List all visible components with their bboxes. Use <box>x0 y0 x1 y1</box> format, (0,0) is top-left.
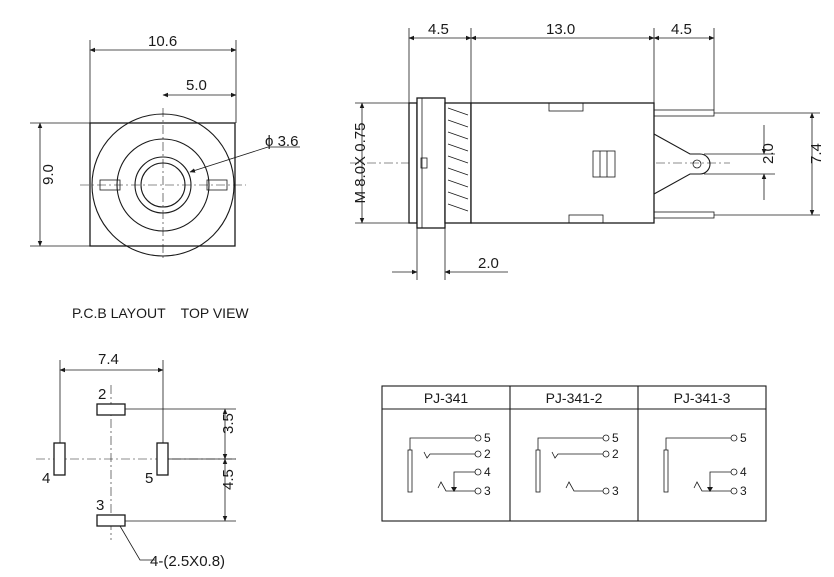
dim-mid-text: 13.0 <box>546 21 575 38</box>
wire-3 <box>437 481 475 492</box>
pin-label-5: 5 <box>740 431 747 445</box>
pad-label-3: 3 <box>96 497 104 514</box>
dim-nut-text: 2.0 <box>478 255 499 272</box>
dim-width-text: 7.4 <box>98 351 119 368</box>
pad-4 <box>53 442 66 476</box>
nut-notch <box>420 157 428 169</box>
pin-4 <box>730 468 738 476</box>
housing-outline <box>89 122 236 247</box>
dim-width-text: 10.6 <box>148 33 177 50</box>
pad-3 <box>96 514 126 527</box>
dim-right-text: 4.5 <box>671 21 692 38</box>
sleeve-contact <box>663 449 669 493</box>
pin-label-3: 3 <box>612 484 619 498</box>
pin-label-5: 5 <box>484 431 491 445</box>
pin-bottom <box>653 211 715 219</box>
wire-5 <box>665 437 731 450</box>
pin-5 <box>602 434 610 442</box>
flange-front <box>408 102 418 224</box>
pin-2 <box>602 450 610 458</box>
dim-lower-text: 4.5 <box>220 469 237 490</box>
main-body <box>470 102 655 224</box>
pin-label-2: 2 <box>484 447 491 461</box>
pin-4 <box>474 468 482 476</box>
wire-3 <box>693 481 731 492</box>
dim-left-text: 4.5 <box>428 21 449 38</box>
sleeve-contact <box>407 449 413 493</box>
wire-4 <box>453 471 475 487</box>
pin-label-4: 4 <box>740 465 747 479</box>
pad-5 <box>156 442 169 476</box>
pad-label-2: 2 <box>98 386 106 403</box>
pin-2 <box>474 450 482 458</box>
pcb-layout: 7.4 2 4 5 3 3.5 4.5 4-(2.5X0.8) <box>36 351 237 570</box>
pad-label-4: 4 <box>42 470 50 487</box>
dim-height-text: 9.0 <box>40 164 57 185</box>
wire-2 <box>423 451 475 459</box>
pin-3 <box>730 487 738 495</box>
top-view: 10.6 5.0 9.0 ϕ 3.6 <box>30 33 300 260</box>
pin-label-3: 3 <box>740 484 747 498</box>
section-title: P.C.B LAYOUT TOP VIEW <box>72 305 249 321</box>
schematic-pj341-3: 5 4 3 <box>663 431 747 498</box>
pin-3 <box>602 487 610 495</box>
switch-arrow <box>451 487 457 492</box>
pin-top <box>653 109 715 117</box>
dim-half-text: 5.0 <box>186 77 207 94</box>
pin-label-2: 2 <box>612 447 619 461</box>
dim-upper-text: 3.5 <box>220 413 237 434</box>
table-header-pj341-2: PJ-341-2 <box>546 390 603 406</box>
wire-5 <box>537 437 603 450</box>
table-border <box>381 385 767 522</box>
pad-2 <box>96 403 126 416</box>
pad-label-5: 5 <box>145 470 153 487</box>
pad-leader <box>119 525 155 561</box>
sleeve-contact <box>535 449 541 493</box>
lug-hole <box>692 159 702 169</box>
wire-4 <box>709 471 731 487</box>
top-tab <box>548 102 584 112</box>
switch-arrow <box>707 487 713 492</box>
leader-hole <box>189 146 269 173</box>
rear-lug <box>653 133 711 195</box>
schematic-pj341-2: 5 2 3 <box>535 431 619 498</box>
dim-thread-text: M 8.0X 0.75 <box>352 123 369 204</box>
pin-label-4: 4 <box>484 465 491 479</box>
dim-hole-text: ϕ 3.6 <box>265 133 298 150</box>
wire-5 <box>409 437 475 450</box>
pin-5 <box>730 434 738 442</box>
wire-3 <box>565 481 603 492</box>
thread-lines <box>447 107 469 212</box>
dim-pin-text: 2.0 <box>760 143 777 164</box>
pin-label-5: 5 <box>612 431 619 445</box>
center-window <box>592 150 616 178</box>
pin-3 <box>474 487 482 495</box>
bottom-tab <box>568 214 604 224</box>
table-header-pj341-3: PJ-341-3 <box>674 390 731 406</box>
pin-label-3: 3 <box>484 484 491 498</box>
schematic-pj341: 5 2 4 3 <box>407 431 491 498</box>
side-view: 4.5 13.0 4.5 M 8.0X 0.75 7.4 2.0 2.0 <box>350 21 825 280</box>
wire-2 <box>551 451 603 459</box>
pin-5 <box>474 434 482 442</box>
table-header-pj341: PJ-341 <box>424 390 469 406</box>
schematic-table: PJ-341 PJ-341-2 PJ-341-3 5 2 4 3 5 <box>381 385 767 522</box>
pad-note: 4-(2.5X0.8) <box>150 553 225 570</box>
dim-total-text: 7.4 <box>808 143 825 164</box>
thread-shank <box>444 102 472 224</box>
